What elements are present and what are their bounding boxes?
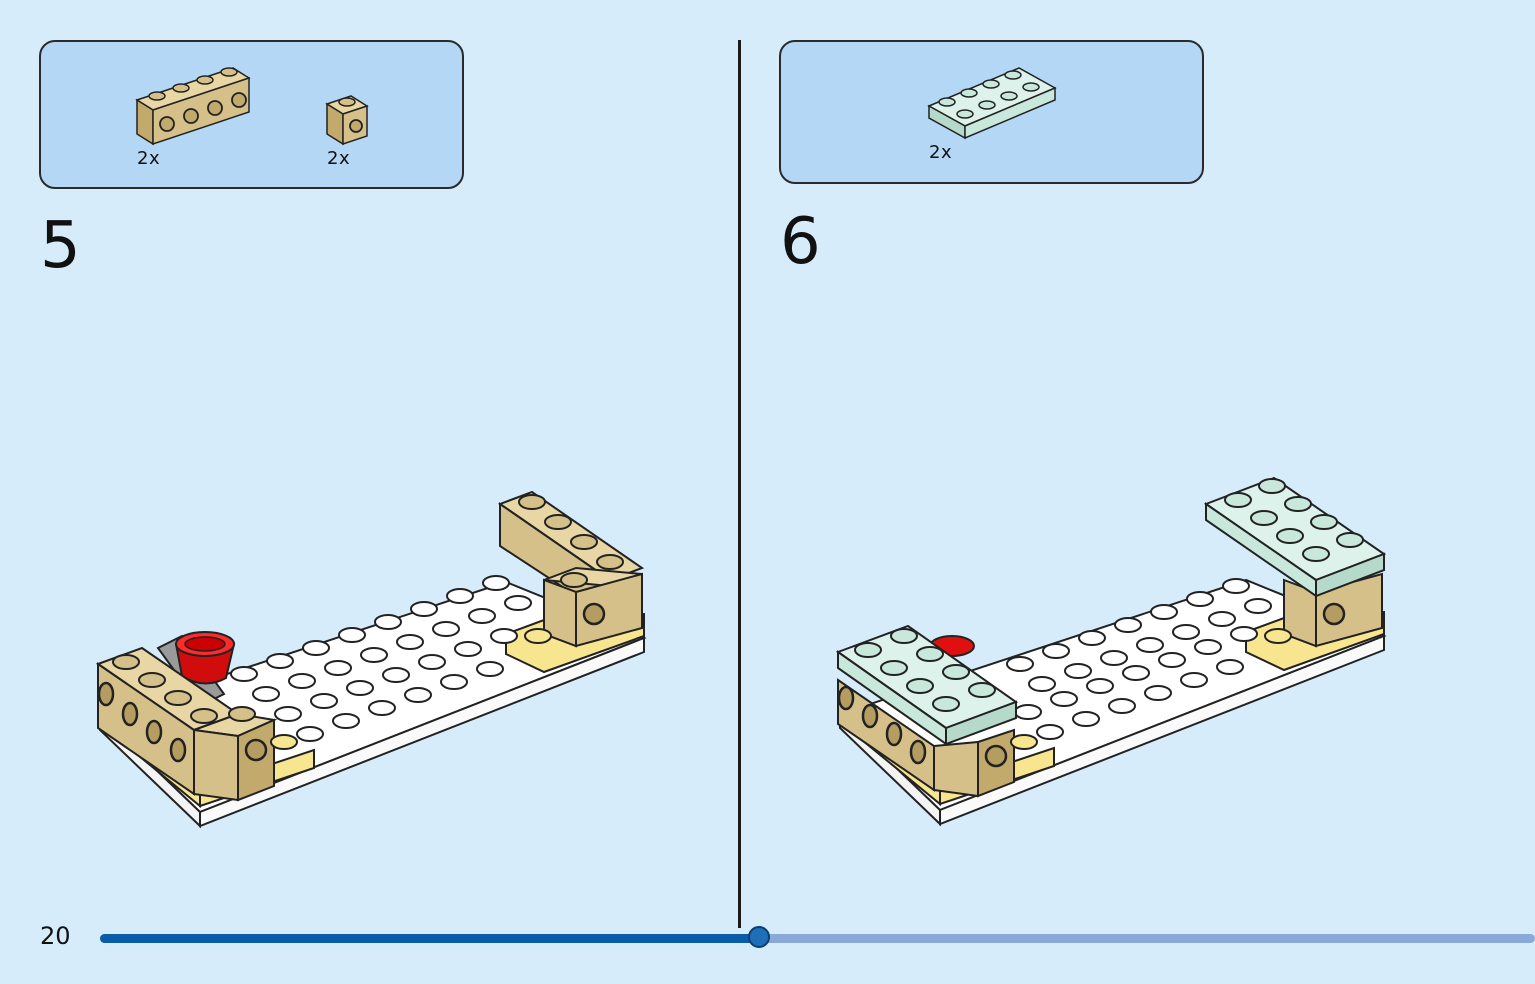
mint-2x4-plate-icon bbox=[927, 67, 1057, 140]
part-quantity: 2x bbox=[327, 148, 351, 169]
parts-box-step-5: 2x 2x bbox=[39, 40, 464, 189]
part-quantity: 2x bbox=[137, 148, 161, 169]
progress-fill bbox=[100, 934, 759, 943]
tan-1x1-brick-with-side-stud-icon bbox=[325, 95, 369, 146]
step-number: 5 bbox=[40, 209, 81, 283]
part-quantity: 2x bbox=[929, 142, 953, 163]
step-6-model-illustration bbox=[835, 476, 1387, 827]
step-number: 6 bbox=[780, 205, 821, 279]
step-5-model-illustration bbox=[95, 490, 647, 829]
page-divider bbox=[738, 40, 741, 928]
parts-box-step-6: 2x bbox=[779, 40, 1204, 184]
tan-1x4-brick-with-side-studs-icon bbox=[135, 67, 251, 146]
progress-knob[interactable] bbox=[748, 926, 770, 948]
progress-track bbox=[100, 934, 1535, 943]
page-number: 20 bbox=[40, 922, 71, 950]
